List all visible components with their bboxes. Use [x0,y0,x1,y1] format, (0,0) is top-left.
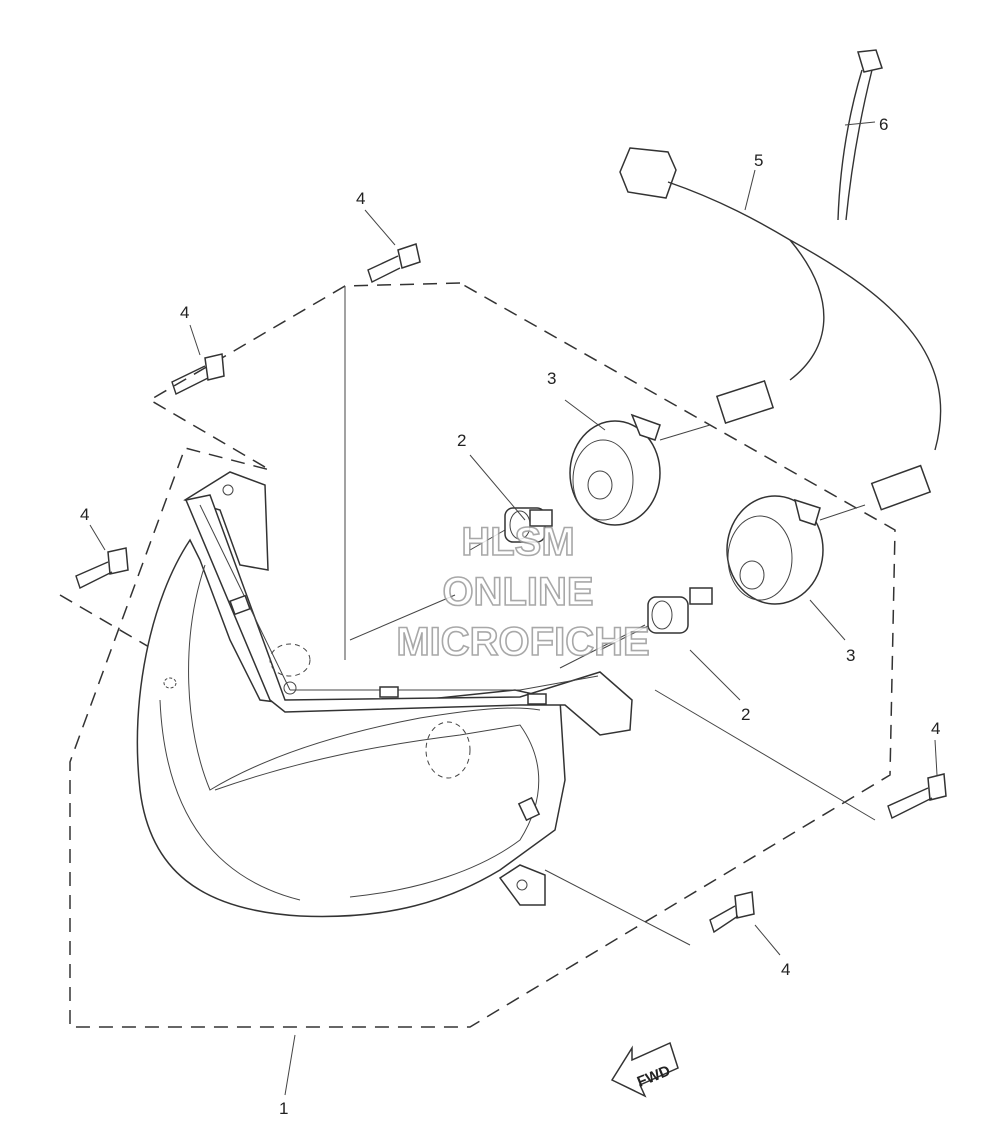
callout-socket-cover-upper: 3 [547,369,556,388]
bulb-lower [599,587,713,651]
bolt-right [887,773,947,819]
bolt-top [367,243,421,283]
socket-cover-lower [726,495,824,605]
leader-lines [89,121,938,1096]
callout-bolt-bottom: 4 [781,960,790,979]
socket-cover-upper [569,413,661,526]
callout-bolt-right: 4 [931,719,940,738]
callout-bolt-left-lower: 4 [80,505,89,524]
lead-wire [619,147,942,511]
callout-bolt-left-upper: 4 [180,303,189,322]
watermark: HLSM ONLINE MICROFICHE [396,519,651,665]
watermark-line-2: ONLINE [442,570,593,614]
callout-cable-tie: 6 [879,115,888,134]
watermark-line-1: HLSM [461,520,574,564]
headlight-housing [136,471,633,918]
forward-direction-arrow: FWD [610,1041,679,1098]
callouts: 1 2 2 3 3 4 4 4 4 4 5 6 [80,115,940,1118]
callout-bolt-top: 4 [356,189,365,208]
callout-bulb-lower: 2 [741,705,750,724]
watermark-line-3: MICROFICHE [396,620,649,664]
bulb-upper [469,507,553,551]
callout-headlight: 1 [279,1099,288,1118]
cable-tie [837,49,883,221]
bolt-left-upper [171,353,225,395]
callout-lead-wire: 5 [754,151,763,170]
bolt-left-lower [75,547,129,589]
bolt-bottom [709,891,755,934]
callout-bulb-upper: 2 [457,431,466,450]
callout-socket-cover-lower: 3 [846,646,855,665]
